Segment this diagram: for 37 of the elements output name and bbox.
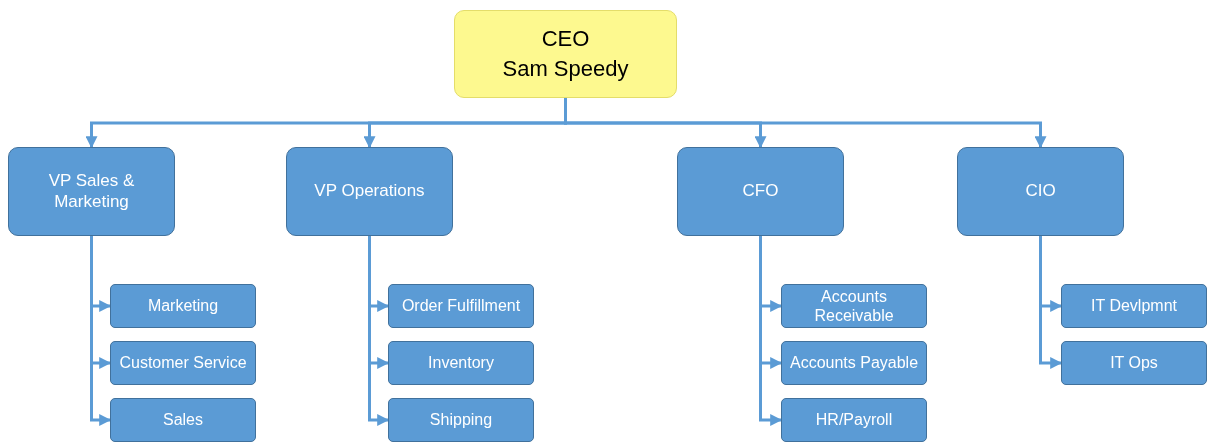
team-box <box>110 398 256 442</box>
unit-name: Accounts Payable <box>789 353 919 373</box>
unit-name: CFO <box>742 181 779 202</box>
unit-name: Accounts Receivable <box>813 286 895 326</box>
unit-name: Shipping <box>429 410 493 430</box>
department-box <box>286 147 453 236</box>
unit-name: IT Ops <box>1110 353 1158 373</box>
ceo-box <box>454 10 677 98</box>
connector-arrow <box>368 236 390 426</box>
team-box <box>388 284 534 328</box>
department-box <box>8 147 175 236</box>
connector-arrow <box>759 236 783 426</box>
team-box <box>388 398 534 442</box>
unit-name: Sales <box>163 410 203 430</box>
team-box <box>1061 341 1207 385</box>
team-box <box>388 341 534 385</box>
unit-name: VP Sales & Marketing <box>47 171 136 212</box>
unit-name: Marketing <box>147 296 219 316</box>
unit-name: HR/Payroll <box>815 410 893 430</box>
connector-arrow <box>1039 236 1063 369</box>
person-name: Sam Speedy <box>502 55 629 83</box>
department-box <box>677 147 844 236</box>
team-box <box>781 284 927 328</box>
unit-name: IT Devlpmnt <box>1091 296 1177 316</box>
unit-name: Order Fulfillment <box>401 296 521 316</box>
unit-name: Customer Service <box>119 353 247 373</box>
connector-arrow <box>90 236 112 426</box>
team-box <box>110 341 256 385</box>
team-box <box>781 341 927 385</box>
unit-name: CIO <box>1025 181 1056 202</box>
department-box <box>957 147 1124 236</box>
unit-name: Inventory <box>428 353 494 373</box>
unit-name: VP Operations <box>314 181 425 202</box>
team-box <box>781 398 927 442</box>
role-title: CEO <box>541 25 590 54</box>
team-box <box>1061 284 1207 328</box>
team-box <box>110 284 256 328</box>
